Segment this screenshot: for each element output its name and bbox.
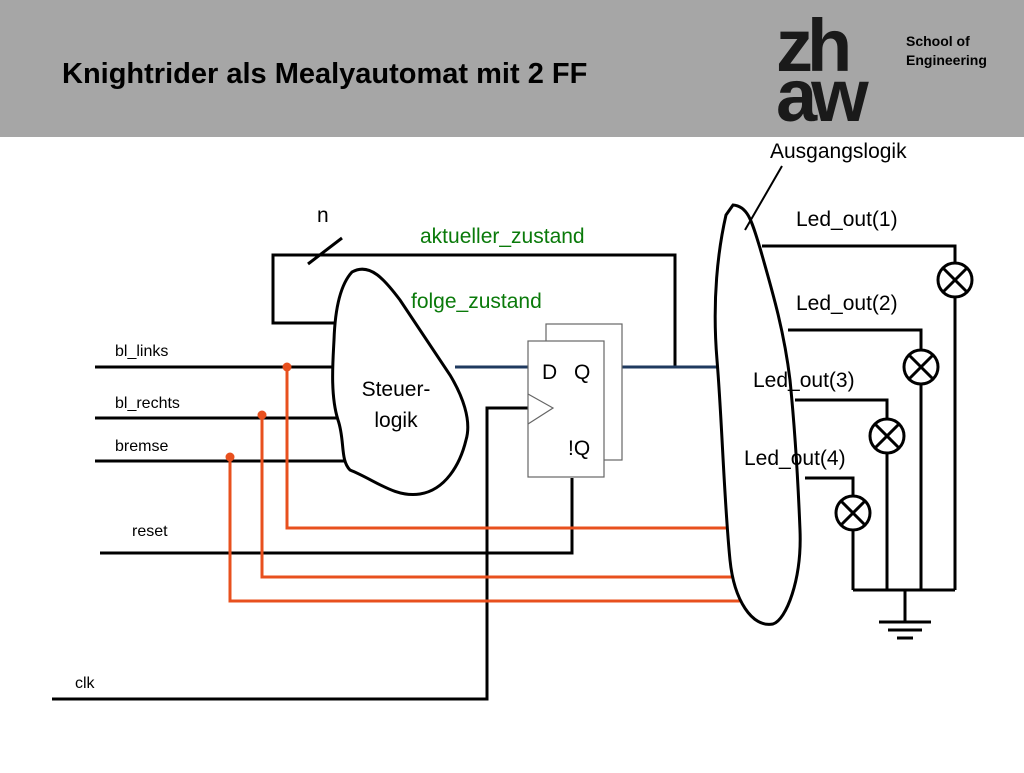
ausgangslogik-block (713, 203, 802, 626)
output-label-2: Led_out(2) (796, 292, 898, 315)
input-label-reset: reset (132, 523, 168, 540)
input-label-bl-rechts: bl_rechts (115, 395, 180, 412)
bypass-junctions (225, 362, 292, 462)
steuerlogik-label-2: logik (374, 409, 418, 432)
output-wires (762, 244, 957, 622)
steuerlogik-block (331, 267, 470, 497)
input-wires (52, 365, 574, 701)
input-label-bl-links: bl_links (115, 343, 168, 360)
flipflop-d-label: D (542, 361, 557, 384)
ausgangslogik-label: Ausgangslogik (770, 140, 907, 163)
slide-title: Knightrider als Mealyautomat mit 2 FF (62, 58, 588, 90)
header-bar: Knightrider als Mealyautomat mit 2 FF zh… (0, 0, 1024, 137)
mealy-diagram: Steuer- logik D Q !Q (0, 137, 1024, 768)
output-label-3: Led_out(3) (753, 369, 855, 392)
bus-width-label: n (317, 204, 329, 227)
zhaw-logo: zh aw (776, 4, 891, 137)
flipflop-q-label: Q (574, 361, 590, 384)
output-label-1: Led_out(1) (796, 208, 898, 231)
feedback-loop (271, 236, 677, 367)
state-current-label: aktueller_zustand (420, 225, 585, 248)
state-next-label: folge_zustand (411, 290, 542, 313)
school-line-1: School of (906, 33, 970, 49)
output-label-4: Led_out(4) (744, 447, 846, 470)
flipflop-front (527, 340, 605, 478)
led-lamp-4-icon (834, 494, 872, 532)
school-line-2: Engineering (906, 52, 987, 68)
steuerlogik-label-1: Steuer- (362, 378, 431, 401)
input-label-bremse: bremse (115, 438, 168, 455)
flipflop-qnot-label: !Q (568, 437, 590, 460)
bypass-wires (228, 367, 740, 603)
logo-text-bottom: aw (776, 54, 869, 137)
school-label: School of Engineering (906, 32, 987, 70)
input-label-clk: clk (75, 675, 96, 692)
led-lamp-2-icon (902, 348, 940, 386)
led-lamp-1-icon (936, 261, 974, 299)
clock-triangle (527, 393, 555, 425)
led-lamp-3-icon (868, 417, 906, 455)
logo-text-top: zh (776, 4, 852, 87)
ground-icon (879, 620, 931, 640)
ausgangslogik-pointer (744, 165, 783, 231)
